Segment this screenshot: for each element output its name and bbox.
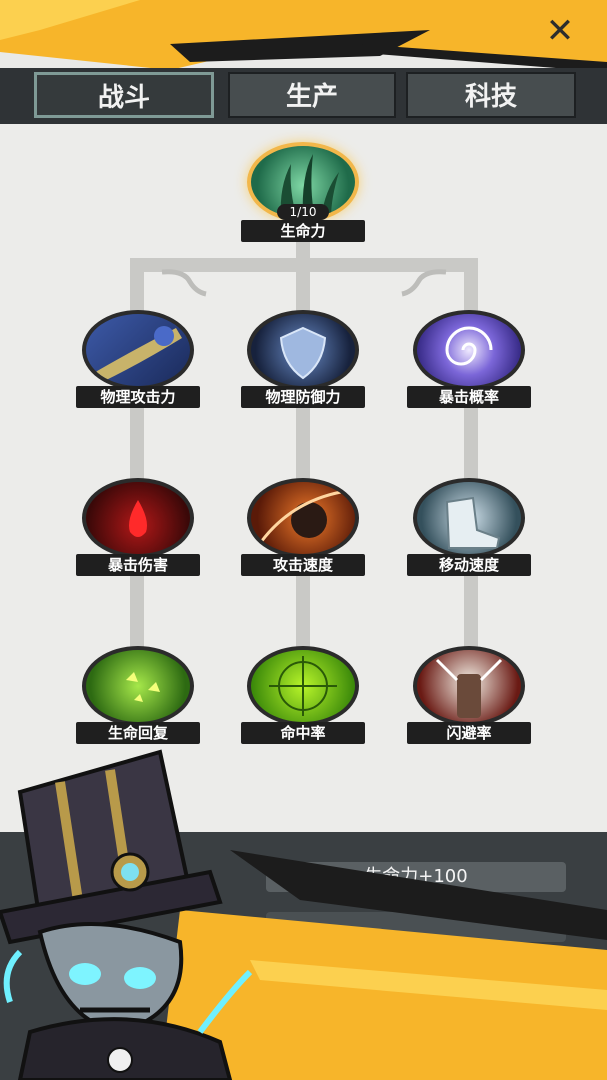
skill-node-physical-defense[interactable]: 物理防御力: [241, 310, 365, 422]
skill-node-crit-damage[interactable]: 暴击伤害: [76, 478, 200, 590]
tab-label: 战斗: [97, 83, 150, 113]
skill-label: 物理攻击力: [76, 386, 200, 408]
skill-label: 命中率: [241, 722, 365, 744]
skill-node-hit-rate[interactable]: 命中率: [241, 646, 365, 758]
skill-node-hp-regen[interactable]: 生命回复: [76, 646, 200, 758]
sword-icon: [82, 310, 194, 390]
necromancer-character: [0, 749, 253, 1080]
boot-icon: [413, 478, 525, 558]
blood-drop-icon: [82, 478, 194, 558]
skill-label: 暴击概率: [407, 386, 531, 408]
skill-node-dodge-rate[interactable]: 闪避率: [407, 646, 531, 758]
skill-label: 物理防御力: [241, 386, 365, 408]
ornament-icon: [161, 269, 207, 297]
tab-combat[interactable]: 战斗: [34, 72, 214, 118]
skill-node-vitality[interactable]: 1/10 生命力: [241, 142, 365, 254]
skill-label: 移动速度: [407, 554, 531, 576]
skill-node-move-speed[interactable]: 移动速度: [407, 478, 531, 590]
skill-label: 攻击速度: [241, 554, 365, 576]
skill-label: 生命回复: [76, 722, 200, 744]
bottom-banner: [160, 850, 607, 1080]
skill-label: 暴击伤害: [76, 554, 200, 576]
vortex-icon: [413, 310, 525, 390]
close-icon[interactable]: ✕: [545, 11, 575, 51]
skill-label: 生命力: [241, 220, 365, 242]
tab-production[interactable]: 生产: [228, 72, 396, 118]
tab-technology[interactable]: 科技: [406, 72, 576, 118]
skill-node-attack-speed[interactable]: 攻击速度: [241, 478, 365, 590]
fist-icon: [247, 478, 359, 558]
ornament-icon: [401, 269, 447, 297]
skill-node-physical-attack[interactable]: 物理攻击力: [76, 310, 200, 422]
tab-label: 科技: [464, 82, 517, 112]
top-banner: [0, 0, 607, 72]
tab-label: 生产: [285, 82, 338, 112]
shield-icon: [247, 310, 359, 390]
skill-node-crit-chance[interactable]: 暴击概率: [407, 310, 531, 422]
arm-guard-icon: [413, 646, 525, 726]
skill-label: 闪避率: [407, 722, 531, 744]
crosshair-icon: [247, 646, 359, 726]
butterfly-icon: [82, 646, 194, 726]
skill-level-badge: 1/10: [277, 204, 329, 220]
